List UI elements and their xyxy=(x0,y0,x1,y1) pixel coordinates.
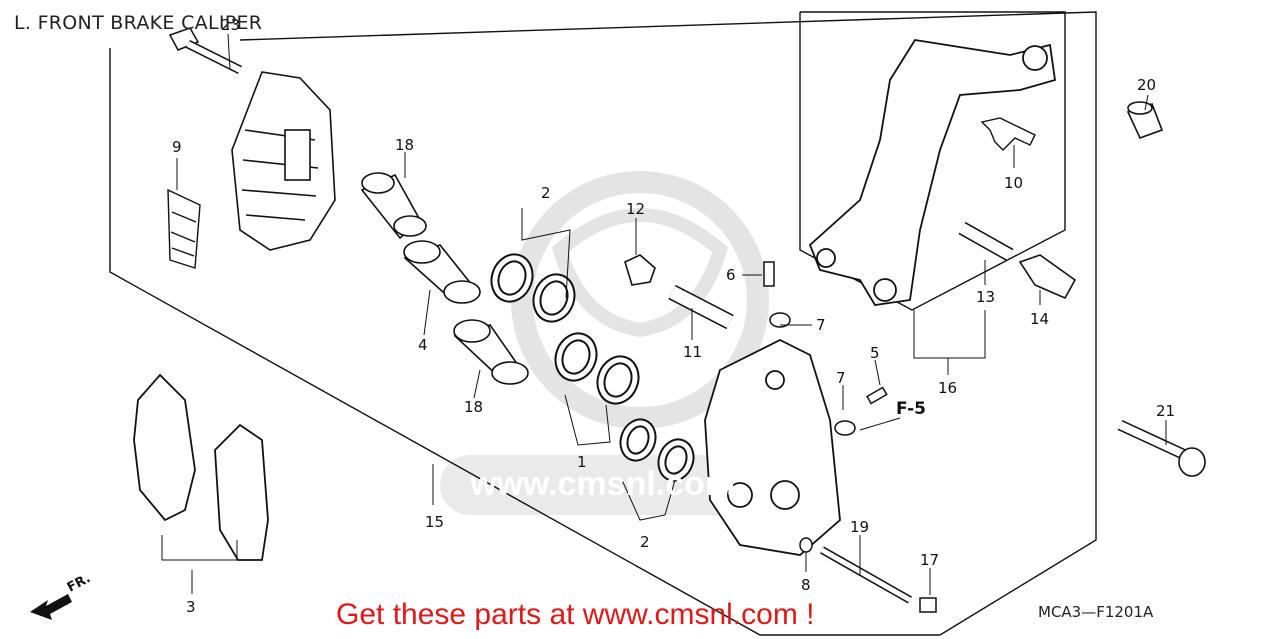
part-4-sleeve xyxy=(403,240,481,304)
part-20-collar xyxy=(1126,101,1164,140)
callout-17: 17 xyxy=(920,551,939,569)
part-11-pin xyxy=(668,284,734,330)
seal-rings xyxy=(490,253,695,482)
diagram-title: L. FRONT BRAKE CALIPER xyxy=(14,12,263,34)
caliper-half-upper xyxy=(231,71,336,251)
callout-12: 13 xyxy=(976,288,995,306)
reference-f5: F-5 xyxy=(896,399,926,419)
callout-20: 20 xyxy=(1137,76,1156,94)
callout-23: 23 xyxy=(221,16,240,34)
diagram-code: MCA3—F1201A xyxy=(1038,603,1154,621)
part-3-brake-pads xyxy=(133,373,269,561)
callout-15: 15 xyxy=(425,513,444,531)
callout-leaders xyxy=(161,33,1167,595)
callout-labels: 23 9 18 2 12 6 7 11 4 18 1 15 2 3 5 7 16… xyxy=(172,16,1175,616)
part-21-bolt xyxy=(1117,420,1206,477)
callout-10: 10 xyxy=(1004,174,1023,192)
part-19-pin xyxy=(820,546,912,604)
part-18-sleeve-lower xyxy=(453,319,529,385)
callout-19: 19 xyxy=(850,518,869,536)
callout-18: 18 xyxy=(395,136,414,154)
callout-14: 12 xyxy=(626,200,645,218)
promo-link[interactable]: Get these parts at www.cmsnl.com ! xyxy=(336,598,815,631)
watermark-url: www.cmsnl.com xyxy=(469,465,735,503)
callout-21: 21 xyxy=(1156,402,1175,420)
part-8-pad-spring xyxy=(167,188,201,269)
callout-16: 16 xyxy=(938,379,957,397)
caliper-half-lower xyxy=(704,338,841,556)
part-13-boot xyxy=(1018,254,1077,300)
part-18-sleeve-upper xyxy=(360,172,427,240)
callout-9: 8 xyxy=(801,576,811,594)
callout-1: 1 xyxy=(577,453,587,471)
assembly-frame xyxy=(109,11,1097,636)
part-5-bleeder xyxy=(866,386,888,405)
caliper-bracket xyxy=(808,39,1057,306)
callout-8: 9 xyxy=(172,138,182,156)
callout-7b: 7 xyxy=(836,369,846,387)
part-7-cap xyxy=(769,312,856,436)
part-12-pin xyxy=(958,221,1014,262)
front-direction-label: FR. xyxy=(65,571,93,596)
callout-6: 6 xyxy=(726,266,736,284)
part-14-boot xyxy=(624,254,656,286)
callout-7: 7 xyxy=(816,316,826,334)
callout-4: 4 xyxy=(418,336,428,354)
part-23-bolt xyxy=(168,27,243,75)
part-10-clip xyxy=(980,117,1036,151)
part-9-washer xyxy=(799,537,813,553)
front-direction-arrow: FR. xyxy=(30,571,93,620)
callout-18b: 18 xyxy=(464,398,483,416)
callout-3: 3 xyxy=(186,598,196,616)
callout-13: 14 xyxy=(1030,310,1049,328)
part-17-plug xyxy=(919,597,937,613)
callout-5: 5 xyxy=(870,344,880,362)
callout-2b: 2 xyxy=(640,533,650,551)
part-6-bleeder xyxy=(763,261,775,287)
callout-11: 11 xyxy=(683,343,702,361)
callout-2: 2 xyxy=(541,184,551,202)
